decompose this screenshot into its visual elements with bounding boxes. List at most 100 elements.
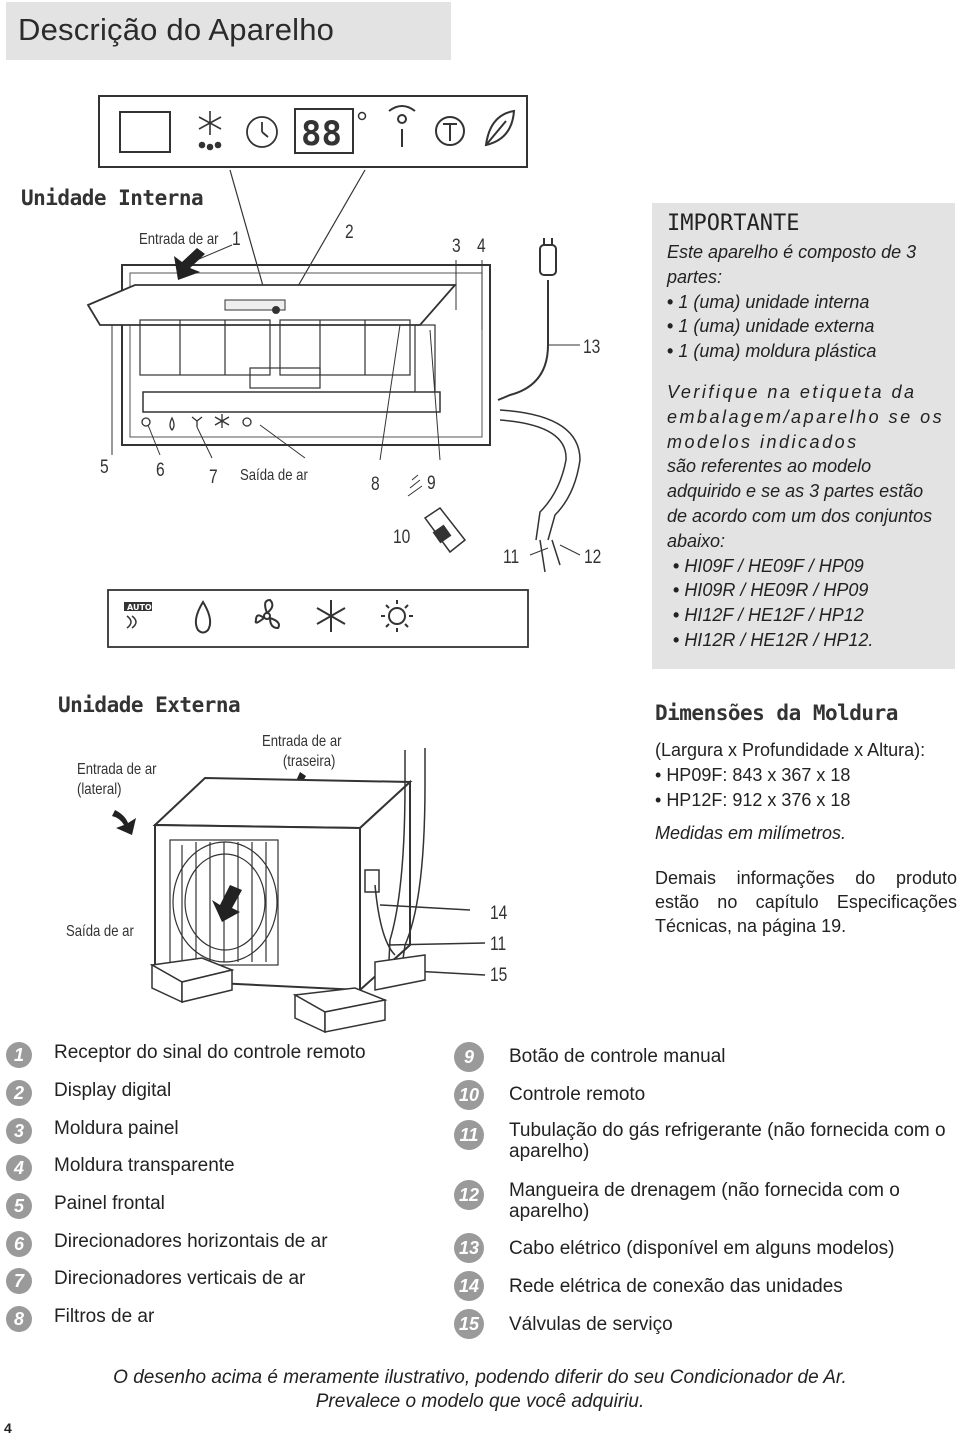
clock-icon (246, 116, 278, 148)
lateral-inlet-line2: (lateral) (77, 781, 122, 798)
number-badge: 6 (6, 1231, 32, 1257)
list-item: HP12F: 912 x 376 x 18 (655, 788, 955, 813)
indoor-unit-illustration: AUTO (86, 169, 581, 648)
dimensions-subtitle: (Largura x Profundidade x Altura): (655, 740, 926, 760)
legend-item-3: 3 Moldura painel (6, 1118, 179, 1144)
legend-item-15: 15 Válvulas de serviço (454, 1309, 673, 1339)
unit-note: Medidas em milímetros. (655, 823, 847, 843)
dimensions-list: HP09F: 843 x 367 x 18 HP12F: 912 x 376 x… (655, 763, 955, 813)
rear-inlet-label: Entrada de ar (traseira) (262, 732, 342, 772)
number-badge: 8 (6, 1306, 32, 1332)
outdoor-unit-illustration (112, 748, 486, 1034)
outdoor-air-outlet-label: Saída de ar (66, 923, 134, 940)
auto-icon: AUTO (124, 602, 152, 629)
list-item: HI12F / HE12F / HP12 (673, 603, 945, 628)
callout-6: 6 (156, 460, 165, 481)
number-badge: 1 (6, 1042, 32, 1068)
rear-inlet-line1: Entrada de ar (262, 733, 342, 750)
legend-text: Controle remoto (509, 1084, 646, 1105)
number-badge: 15 (454, 1309, 484, 1339)
legend-text: Direcionadores horizontais de ar (54, 1231, 328, 1252)
legend-item-2: 2 Display digital (6, 1080, 171, 1106)
legend-item-9: 9 Botão de controle manual (454, 1042, 726, 1072)
legend-item-1: 1 Receptor do sinal do controle remoto (6, 1042, 366, 1068)
dimensions-title: Dimensões da Moldura (655, 701, 898, 725)
fan-icon (254, 598, 280, 630)
page-header: Descrição do Aparelho (6, 2, 451, 60)
list-item: 1 (uma) moldura plástica (667, 339, 945, 364)
legend-item-8: 8 Filtros de ar (6, 1306, 154, 1332)
legend-item-5: 5 Painel frontal (6, 1193, 165, 1219)
legend-text: Display digital (54, 1080, 172, 1101)
callout-12: 12 (584, 547, 602, 568)
number-badge: 10 (454, 1080, 484, 1110)
number-badge: 9 (454, 1042, 484, 1072)
number-badge: 2 (6, 1080, 32, 1106)
legend-item-14: 14 Rede elétrica de conexão das unidades (454, 1271, 843, 1301)
number-badge: 5 (6, 1193, 32, 1219)
number-badge: 11 (454, 1120, 484, 1150)
number-badge: 14 (454, 1271, 484, 1301)
sun-icon (381, 600, 413, 632)
callout-7: 7 (209, 467, 218, 488)
legend-text: Mangueira de drenagem (não fornecida com… (509, 1180, 900, 1222)
callout-15: 15 (490, 965, 508, 986)
list-item: HI09F / HE09F / HP09 (673, 554, 945, 579)
importante-intro: Este aparelho é composto de 3 partes: (667, 242, 917, 287)
legend-text: Válvulas de serviço (509, 1314, 673, 1335)
legend-text: Receptor do sinal do controle remoto (54, 1042, 366, 1063)
legend-text: Rede elétrica de conexão das unidades (509, 1276, 843, 1297)
legend-item-13: 13 Cabo elétrico (disponível em alguns m… (454, 1233, 894, 1263)
importante-title: IMPORTANTE (667, 211, 800, 236)
number-badge: 3 (6, 1118, 32, 1144)
remote-control-icon (423, 506, 467, 554)
number-badge: 13 (454, 1233, 484, 1263)
legend-text: Painel frontal (54, 1193, 165, 1214)
list-item: HI09R / HE09R / HP09 (673, 578, 945, 603)
legend-item-12: 12 Mangueira de drenagem (não fornecida … (454, 1180, 939, 1222)
dimensions-block: (Largura x Profundidade x Altura): HP09F… (655, 738, 955, 846)
lateral-inlet-line1: Entrada de ar (77, 761, 157, 778)
legend-item-6: 6 Direcionadores horizontais de ar (6, 1231, 328, 1257)
parts-list: 1 (uma) unidade interna 1 (uma) unidade … (667, 290, 945, 364)
callout-11-outdoor: 11 (490, 934, 507, 955)
more-info: Demais informações do produto estão no c… (655, 868, 957, 936)
legend-item-11: 11 Tubulação do gás refrigerante (não fo… (454, 1120, 959, 1162)
legend-text: Tubulação do gás refrigerante (não forne… (509, 1120, 946, 1162)
list-item: 1 (uma) unidade externa (667, 314, 945, 339)
legend-text: Direcionadores verticais de ar (54, 1268, 306, 1289)
disclaimer-footnote: O desenho acima é meramente ilustrativo,… (0, 1366, 960, 1414)
importante-box: IMPORTANTE Este aparelho é composto de 3… (652, 203, 955, 669)
drop-icon (194, 600, 212, 634)
callout-1: 1 (232, 229, 241, 250)
callout-8: 8 (371, 474, 380, 495)
page-number: 4 (4, 1420, 12, 1436)
legend-text: Moldura transparente (54, 1155, 235, 1176)
callout-14: 14 (490, 903, 508, 924)
footnote-line2: Prevalece o modelo que você adquiriu. (315, 1391, 645, 1412)
model-sets-list: HI09F / HE09F / HP09 HI09R / HE09R / HP0… (667, 554, 945, 653)
callout-10: 10 (393, 527, 411, 548)
air-outlet-label: Saída de ar (240, 467, 308, 484)
legend-text: Botão de controle manual (509, 1046, 726, 1067)
importante-check-a: Verifique na etiqueta da embalagem/apare… (667, 381, 945, 452)
display-panel-illustration: 88 (98, 95, 528, 168)
snowflake-icon (316, 600, 346, 632)
callout-4: 4 (477, 236, 486, 257)
leaf-icon (484, 109, 516, 147)
number-badge: 4 (6, 1155, 32, 1181)
info-icon (388, 105, 416, 147)
temperature-icon (435, 116, 465, 146)
legend-text: Moldura painel (54, 1118, 179, 1139)
footnote-line1: O desenho acima é meramente ilustrativo,… (113, 1367, 847, 1388)
digital-display-icon: 88 (294, 108, 367, 154)
callout-5: 5 (100, 457, 109, 478)
legend-item-7: 7 Direcionadores verticais de ar (6, 1268, 305, 1294)
list-item: HP09F: 843 x 367 x 18 (655, 763, 955, 788)
legend-text: Filtros de ar (54, 1306, 155, 1327)
lateral-inlet-label: Entrada de ar (lateral) (77, 760, 157, 800)
list-item: 1 (uma) unidade interna (667, 290, 945, 315)
number-badge: 12 (454, 1180, 484, 1210)
list-item: HI12R / HE12R / HP12. (673, 628, 945, 653)
page-title: Descrição do Aparelho (18, 12, 335, 47)
